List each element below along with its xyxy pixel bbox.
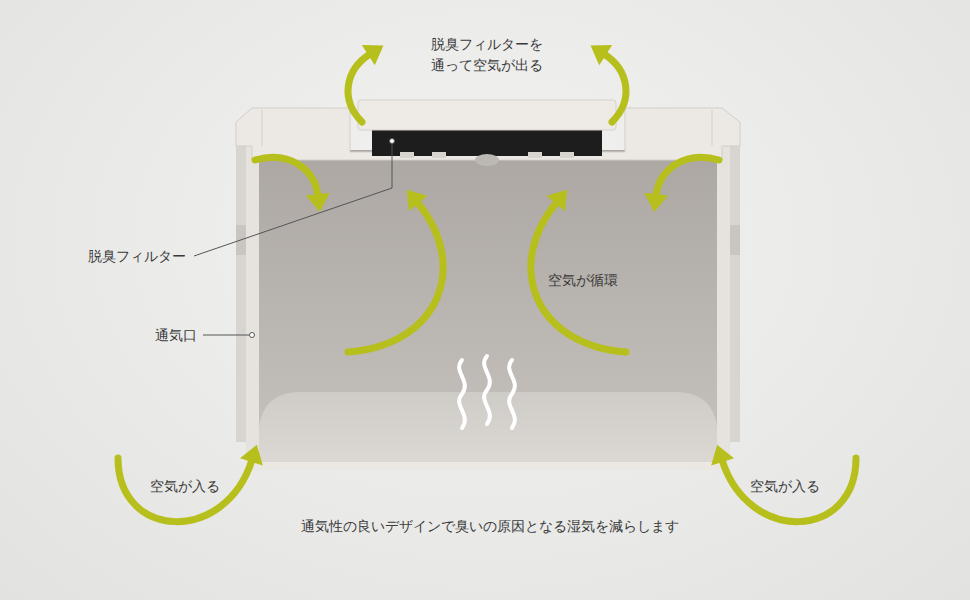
airflow-arrow xyxy=(722,458,856,522)
filter-tab xyxy=(432,152,446,158)
arrowhead xyxy=(306,193,330,212)
filter-tab xyxy=(528,152,542,158)
flow-note: 空気が循環 xyxy=(548,272,618,288)
airflow-arrow xyxy=(348,202,443,352)
left-wall xyxy=(246,140,259,470)
part-name: 通気口 xyxy=(155,327,197,343)
right-notch xyxy=(730,225,740,255)
lid-seam xyxy=(712,110,713,146)
right-wall xyxy=(717,140,730,470)
leader-line xyxy=(194,144,392,256)
airflow-arrow xyxy=(531,202,626,352)
airflow-arrows xyxy=(118,45,856,522)
airflow-arrow xyxy=(118,458,252,522)
steam-symbol xyxy=(459,356,515,428)
arrowhead xyxy=(547,190,568,211)
flow-note: 空気が入る xyxy=(150,478,220,494)
cavity xyxy=(258,150,718,466)
caption: 通気性の良いデザインで臭いの原因となる湿気を減らします xyxy=(301,518,679,534)
leader-dot xyxy=(250,333,255,338)
filter-tab xyxy=(400,152,414,158)
arrowhead xyxy=(240,445,263,466)
airflow-arrow xyxy=(656,157,719,196)
arrowhead xyxy=(711,445,734,466)
part-name: 脱臭フィルター xyxy=(88,248,186,264)
arrowhead xyxy=(644,193,668,212)
cavity-floor xyxy=(258,392,718,466)
leader-line xyxy=(203,335,249,336)
filter-tab xyxy=(560,152,574,158)
leader-dot xyxy=(390,139,395,144)
arrowhead xyxy=(362,45,384,65)
airflow-arrow xyxy=(604,54,626,122)
flow-note: 空気が入る xyxy=(750,478,820,494)
filter-cap xyxy=(358,100,616,130)
arrowhead xyxy=(407,190,428,211)
flow-note: 脱臭フィルターを 通って空気が出る xyxy=(422,34,552,76)
bottom-edge xyxy=(246,462,730,470)
airflow-arrow xyxy=(348,54,370,122)
arrowhead xyxy=(591,45,613,65)
airflow-arrow xyxy=(255,157,318,196)
filter-clip xyxy=(475,154,499,166)
lid-seam xyxy=(262,110,263,146)
